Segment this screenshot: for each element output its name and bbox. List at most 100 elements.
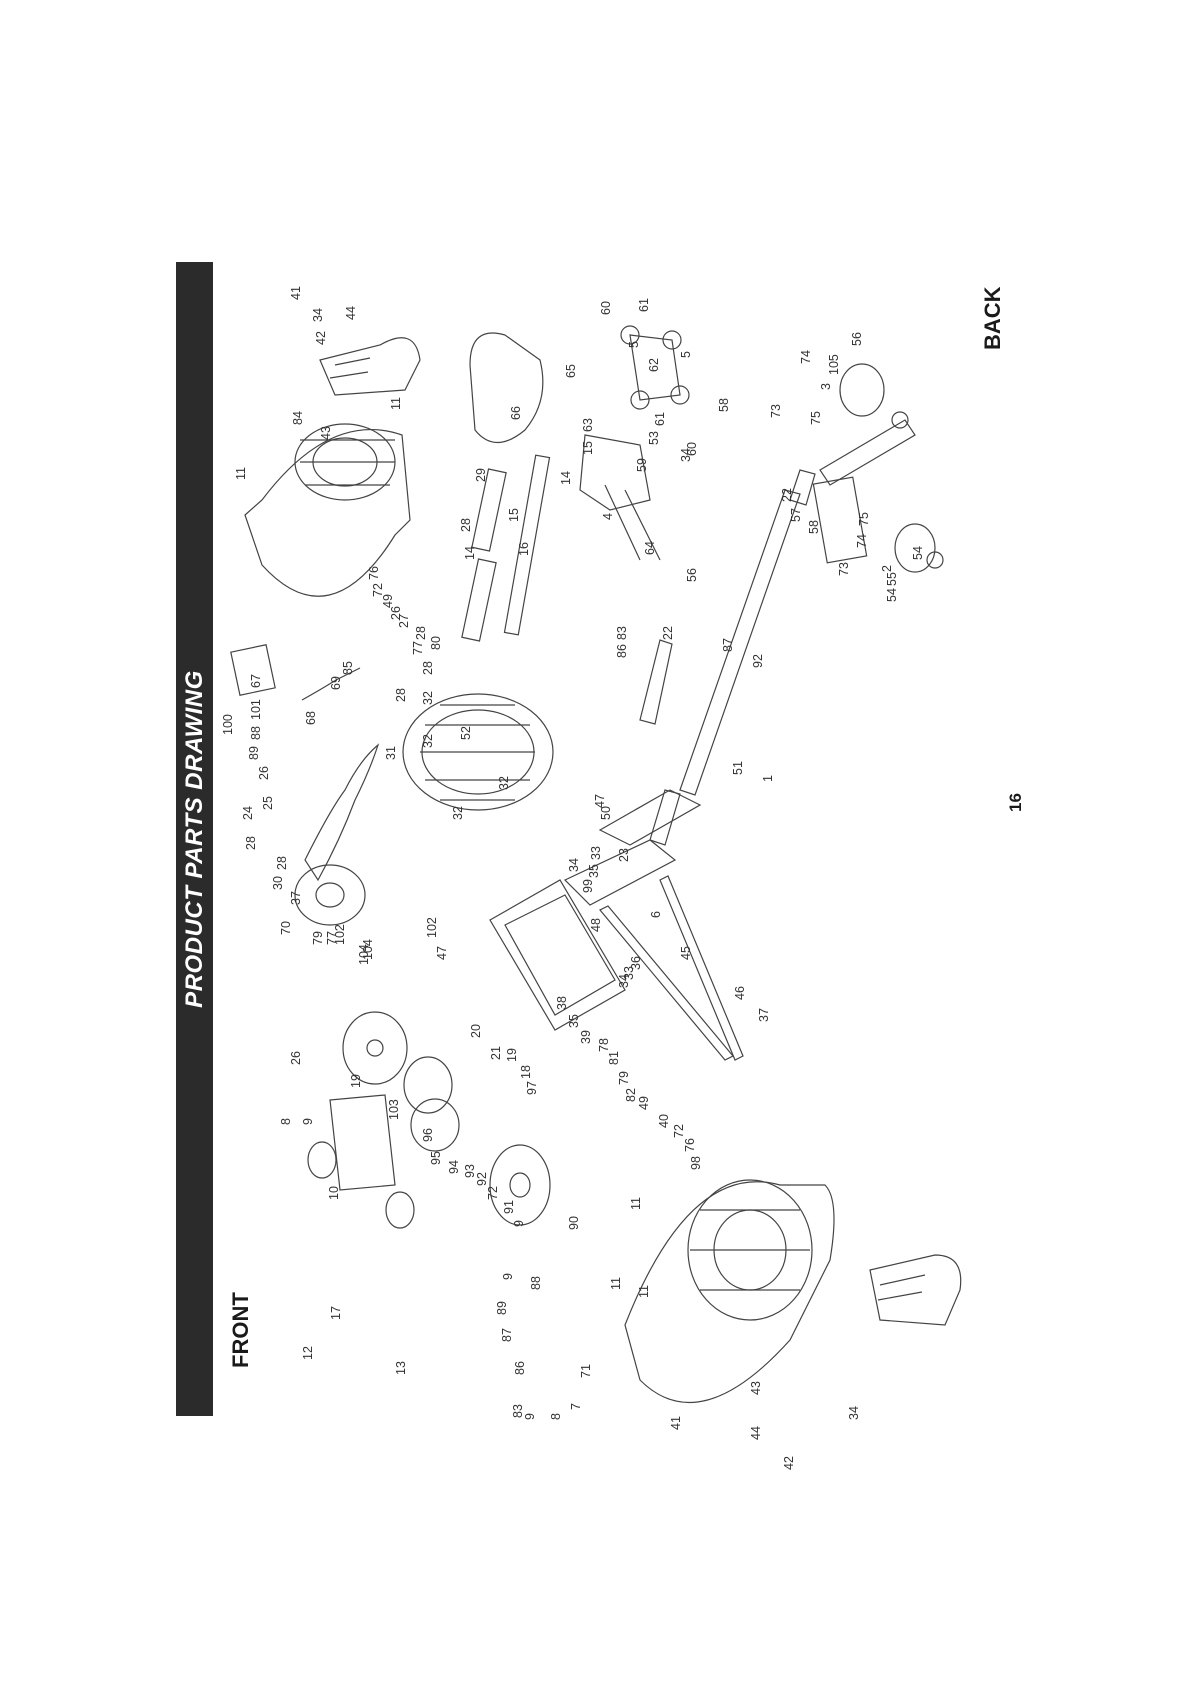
part-callout-10: 10: [327, 1186, 341, 1200]
rear-fan-guard-drawing: [244, 423, 411, 597]
part-callout-32: 32: [421, 691, 435, 705]
part-callout-70: 70: [279, 921, 293, 935]
part-callout-76: 76: [367, 566, 381, 580]
part-callout-36: 36: [629, 956, 643, 970]
part-callout-104: 104: [357, 944, 371, 965]
part-callout-58: 58: [807, 520, 821, 534]
part-callout-60: 60: [599, 301, 613, 315]
part-callout-84: 84: [291, 411, 305, 425]
part-callout-45: 45: [679, 946, 693, 960]
part-callout-23: 23: [617, 848, 631, 862]
seat-slider-bracket-drawing: [579, 434, 661, 561]
part-callout-100: 100: [221, 714, 235, 735]
part-callout-41: 41: [669, 1416, 683, 1430]
part-callout-49: 49: [381, 594, 395, 608]
part-callout-82: 82: [624, 1088, 638, 1102]
part-callout-87: 87: [721, 638, 735, 652]
part-callout-13: 13: [394, 1361, 408, 1375]
part-callout-86: 86: [513, 1361, 527, 1375]
part-callout-19: 19: [349, 1074, 363, 1088]
part-callout-5: 5: [679, 351, 693, 358]
main-frame-drawing: [489, 789, 702, 1031]
part-callout-5: 5: [627, 341, 641, 348]
part-callout-44: 44: [344, 306, 358, 320]
part-callout-24: 24: [241, 806, 255, 820]
drive-belt-drawing: [304, 743, 380, 882]
part-callout-9: 9: [523, 1413, 537, 1420]
part-callout-6: 6: [649, 911, 663, 918]
part-callout-33: 33: [589, 846, 603, 860]
part-callout-88: 88: [249, 726, 263, 740]
part-callout-85: 85: [341, 661, 355, 675]
part-callout-9: 9: [512, 1220, 526, 1227]
part-callout-28: 28: [414, 626, 428, 640]
part-callout-59: 59: [635, 458, 649, 472]
part-callout-55: 55: [885, 572, 899, 586]
part-callout-72: 72: [371, 583, 385, 597]
part-callout-11: 11: [629, 1197, 643, 1210]
part-callout-17: 17: [329, 1306, 343, 1320]
part-callout-37: 37: [757, 1008, 771, 1022]
seat-rail-rollers-drawing: [620, 325, 690, 410]
part-callout-89: 89: [495, 1301, 509, 1315]
part-callout-92: 92: [751, 654, 765, 668]
part-callout-43: 43: [749, 1381, 763, 1395]
part-callout-38: 38: [555, 996, 569, 1010]
part-callout-86: 86: [615, 644, 629, 658]
part-callout-79: 79: [617, 1071, 631, 1085]
crank-arm-tube-drawing: [307, 1094, 415, 1229]
pulley-disc-drawing: [342, 1011, 460, 1152]
part-callout-35: 35: [567, 1014, 581, 1028]
part-callout-11: 11: [389, 397, 403, 410]
part-callout-14: 14: [559, 471, 573, 485]
part-callout-30: 30: [271, 876, 285, 890]
part-callout-80: 80: [429, 636, 443, 650]
part-callout-47: 47: [435, 946, 449, 960]
part-callout-74: 74: [799, 350, 813, 364]
part-callout-37: 37: [289, 891, 303, 905]
part-callout-56: 56: [850, 332, 864, 346]
part-callout-89: 89: [247, 746, 261, 760]
part-callout-11: 11: [609, 1277, 623, 1290]
part-callout-87: 87: [500, 1328, 514, 1342]
part-callout-41: 41: [289, 286, 303, 300]
part-callout-66: 66: [509, 406, 523, 420]
console-drawing: [230, 644, 276, 696]
part-callout-32: 32: [451, 806, 465, 820]
part-callout-63: 63: [581, 418, 595, 432]
part-callout-3: 3: [819, 383, 833, 390]
seat-drawing: [469, 332, 544, 443]
part-callout-7: 7: [569, 1403, 583, 1410]
part-callout-53: 53: [647, 431, 661, 445]
part-callout-8: 8: [279, 1118, 293, 1125]
part-callout-103: 103: [387, 1099, 401, 1120]
part-callout-58: 58: [717, 398, 731, 412]
part-callout-65: 65: [564, 364, 578, 378]
part-callout-98: 98: [689, 1156, 703, 1170]
part-callout-19: 19: [505, 1048, 519, 1062]
part-callout-72: 72: [486, 1186, 500, 1200]
part-callout-20: 20: [469, 1024, 483, 1038]
part-callout-78: 78: [597, 1038, 611, 1052]
part-callout-33: 33: [622, 966, 636, 980]
front-fan-guard-drawing: [624, 1179, 835, 1403]
part-callout-32: 32: [421, 734, 435, 748]
part-callout-51: 51: [731, 761, 745, 775]
part-callout-28: 28: [394, 688, 408, 702]
part-callout-61: 61: [637, 298, 651, 312]
part-callout-4: 4: [601, 513, 615, 520]
console-wire-drawing: [301, 667, 361, 701]
part-callout-75: 75: [857, 512, 871, 526]
part-callout-39: 39: [579, 1030, 593, 1044]
part-callout-64: 64: [643, 541, 657, 555]
part-callout-52: 52: [459, 726, 473, 740]
part-callout-83: 83: [511, 1404, 525, 1418]
part-callout-76: 76: [683, 1138, 697, 1152]
part-callout-12: 12: [301, 1346, 315, 1360]
part-callout-56: 56: [685, 568, 699, 582]
part-callout-48: 48: [589, 918, 603, 932]
part-callout-21: 21: [489, 1046, 503, 1060]
part-callout-9: 9: [501, 1273, 515, 1280]
part-callout-43: 43: [319, 426, 333, 440]
